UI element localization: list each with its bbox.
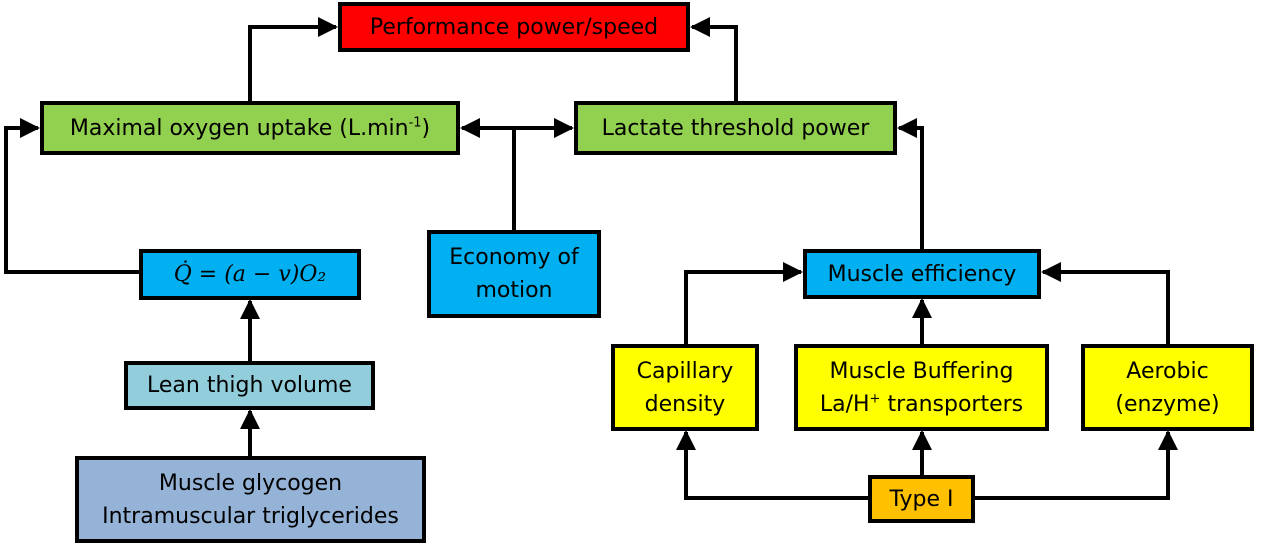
arrow-cardiac-to-vo2max <box>4 118 139 274</box>
node-label: Intramuscular triglycerides <box>102 503 399 529</box>
node-muscle-efficiency: Muscle efficiency <box>803 249 1041 299</box>
node-label: Muscle glycogen <box>158 470 343 496</box>
label-text: Maximal oxygen uptake (L.min <box>69 115 409 141</box>
node-aerobic-enzyme: Aerobic (enzyme) <box>1081 344 1254 431</box>
node-label: Aerobic <box>1126 358 1209 384</box>
node-cardiac-output-equation: Q̇ = (a − v)O₂ <box>139 249 361 300</box>
arrow-vo2max-to-performance <box>248 17 338 101</box>
label-text: transporters <box>880 391 1024 417</box>
node-label: Muscle Buffering <box>829 358 1014 384</box>
node-label: Type I <box>889 486 954 512</box>
node-performance: Performance power/speed <box>338 2 690 52</box>
arrow-capillary-to-efficiency <box>684 262 803 344</box>
node-lean-thigh-volume: Lean thigh volume <box>124 361 375 410</box>
node-lactate-threshold: Lactate threshold power <box>574 101 897 155</box>
node-label: Capillary <box>636 358 734 384</box>
label-text: La/H <box>819 391 870 417</box>
arrow-lactate-to-performance <box>690 17 738 101</box>
node-economy: Economy of motion <box>427 230 601 318</box>
node-vo2max: Maximal oxygen uptake (L.min-1) <box>40 101 460 155</box>
arrow-type1-to-capillary <box>676 430 868 500</box>
node-label: Performance power/speed <box>369 14 659 40</box>
arrow-aerobic-to-efficiency <box>1041 262 1170 344</box>
label-text: ) <box>421 115 431 141</box>
node-type-1: Type I <box>868 475 975 523</box>
node-label: (enzyme) <box>1115 391 1220 417</box>
node-muscle-buffering: Muscle Buffering La/H+ transporters <box>794 344 1049 431</box>
arrow-type1-to-aerobic <box>975 430 1178 500</box>
node-label: Economy of <box>449 245 579 270</box>
node-muscle-glycogen: Muscle glycogen Intramuscular triglyceri… <box>75 456 426 543</box>
node-label: Muscle efficiency <box>827 261 1017 287</box>
label-superscript: + <box>869 391 881 407</box>
arrow-efficiency-to-lactate <box>897 118 924 249</box>
equation: Q̇ = (a − v)O₂ <box>173 262 327 287</box>
label-superscript: -1 <box>408 115 422 131</box>
node-label: density <box>644 391 726 417</box>
node-capillary-density: Capillary density <box>611 344 759 431</box>
node-label: Lactate threshold power <box>601 115 870 141</box>
node-label: Maximal oxygen uptake (L.min-1) <box>70 112 430 145</box>
node-label: motion <box>475 278 553 303</box>
node-label: Lean thigh volume <box>147 373 352 398</box>
node-label: La/H+ transporters <box>820 388 1023 421</box>
